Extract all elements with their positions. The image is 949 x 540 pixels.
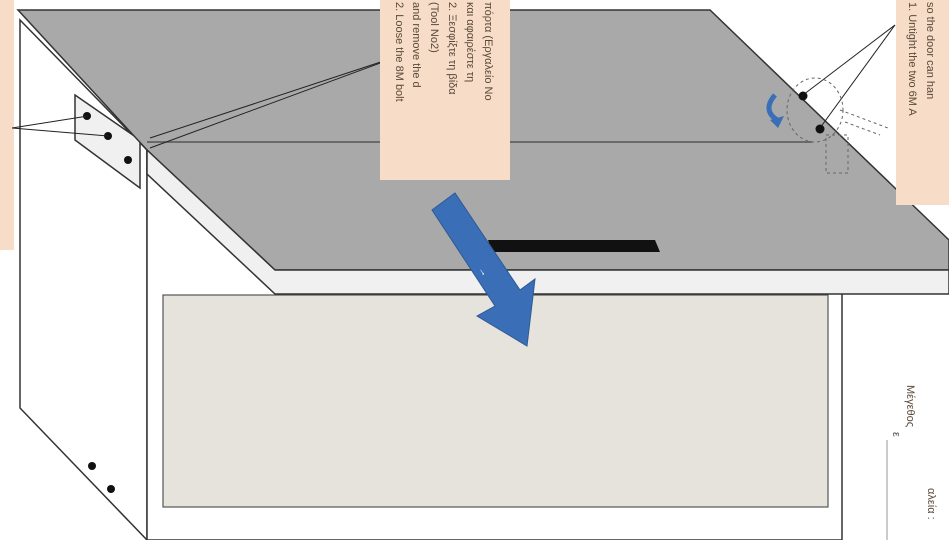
- table-left-label: αλεία :: [925, 488, 937, 520]
- callout-right-line1: 1. Untight the two 6M A: [906, 2, 918, 116]
- callout-right-line2: so the door can han: [924, 2, 936, 99]
- callout-middle-line6: πόρτα (Εργαλείο Νο: [482, 2, 494, 101]
- callout-right: [896, 0, 949, 205]
- callout-left: [0, 0, 14, 250]
- size-label: Μέγεθος: [904, 385, 916, 427]
- size-sub-label: ε: [890, 432, 902, 437]
- callout-middle-line2: and remove the d: [410, 2, 422, 88]
- side-bolt: [107, 485, 115, 493]
- side-bolt: [88, 462, 96, 470]
- callout-middle-line4: 2. Ξεσφίξτε τη βίδα: [446, 2, 458, 95]
- leader-line: [803, 25, 895, 95]
- door-handle: [488, 240, 660, 252]
- hinge-bolt: [816, 125, 825, 134]
- callout-middle-line3: (Tool No2): [428, 2, 440, 53]
- hinge-bolt: [799, 92, 808, 101]
- callout-middle-line1: 2. Loose the 8M bolt: [393, 2, 405, 102]
- leader-line: [820, 25, 895, 128]
- callout-middle-line5: και αφαιρέστε τη: [464, 2, 476, 82]
- hinge-bolt: [124, 156, 132, 164]
